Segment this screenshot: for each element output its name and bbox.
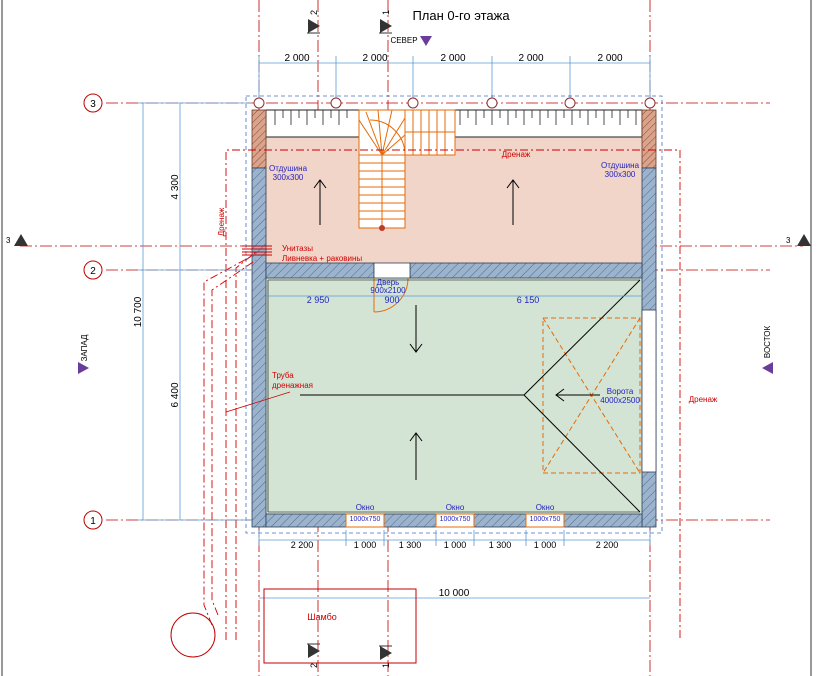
well-circle (170, 612, 216, 658)
section-marker-top-2: 2 (307, 10, 320, 34)
window-size-3: 1000х750 (530, 516, 561, 523)
door (373, 262, 411, 313)
svg-text:2: 2 (309, 10, 319, 15)
svg-text:2: 2 (90, 266, 96, 277)
vent-right-title: Отдушина (601, 161, 640, 170)
plan-title: План 0-го этажа (412, 8, 510, 23)
septic-label: Шамбо (307, 612, 337, 622)
north-beam-ticks (274, 110, 637, 125)
north-arrow-icon (420, 36, 432, 46)
lower-room-floor (266, 278, 642, 514)
bottom-dimension-chain (258, 530, 651, 599)
drainage-left-label: Дренаж (217, 207, 226, 236)
drainage-right-label: Дренаж (689, 395, 718, 404)
corner-post-left (251, 109, 267, 169)
inner-dim-right: 6 150 (517, 295, 540, 305)
left-dim-upper: 4 300 (170, 174, 181, 199)
drain-hatch (242, 245, 272, 256)
door-size: 900х2100 (370, 286, 406, 295)
stair-start-dot (379, 225, 385, 231)
window-label-1: Окно (356, 503, 375, 512)
gate-label: Ворота (607, 387, 634, 396)
section-marker-top-1: 1 (379, 10, 392, 34)
top-dimension-chain (258, 56, 651, 100)
corner-post-right (641, 109, 657, 169)
section-marker-bottom-1: 1 (379, 645, 392, 668)
columns-row (253, 97, 656, 109)
floor-slope-lines (267, 279, 641, 513)
west-arrow-icon (78, 362, 89, 374)
top-dim-5: 2 000 (597, 53, 622, 64)
east-wall-gap (641, 309, 657, 473)
top-dim-4: 2 000 (518, 53, 543, 64)
vent-left-title: Отдушина (269, 164, 308, 173)
inner-dim-left: 2 950 (307, 295, 330, 305)
septic-tank (263, 588, 417, 664)
section-marker-right-3: 3 (786, 234, 811, 246)
top-dim-1: 2 000 (284, 53, 309, 64)
window-size-1: 1000х750 (350, 516, 381, 523)
axis-marker-2: 2 (83, 260, 103, 280)
door-label: Дверь (377, 278, 400, 287)
bottom-dim-7: 2 200 (596, 540, 619, 550)
svg-text:1: 1 (381, 10, 391, 15)
bottom-dim-1: 2 200 (291, 540, 314, 550)
slope-arrows (313, 179, 600, 480)
storm-label: Ливневка + раковины (282, 254, 362, 263)
upper-room-floor (266, 137, 642, 263)
outer-dashed-boundary (245, 95, 663, 534)
gate-size: 4000х2500 (600, 396, 640, 405)
window-openings (345, 513, 565, 528)
svg-text:3: 3 (6, 236, 11, 245)
pipe-label: Труба (272, 371, 294, 380)
window-label-2: Окно (446, 503, 465, 512)
top-dim-2: 2 000 (362, 53, 387, 64)
drainage-top-label: Дренаж (502, 150, 531, 159)
bottom-dim-2: 1 000 (354, 540, 377, 550)
staircase (358, 109, 456, 229)
vent-left-size: 300х300 (273, 173, 304, 182)
overall-width: 10 000 (439, 588, 470, 599)
pipe-leader-line (225, 391, 291, 413)
axis-marker-1: 1 (83, 510, 103, 530)
bottom-dim-3: 1 300 (399, 540, 422, 550)
north-label: СЕВЕР (390, 36, 417, 45)
left-dim-total: 10 700 (133, 296, 144, 327)
toilets-label: Унитазы (282, 244, 313, 253)
axis-marker-3: 3 (83, 93, 103, 113)
section-marker-left-3: 3 (6, 234, 28, 246)
east-arrow-icon (762, 362, 773, 374)
east-label: ВОСТОК (763, 326, 772, 359)
pipe-label-2: дренажная (272, 381, 313, 390)
svg-text:3: 3 (90, 99, 96, 110)
top-dim-3: 2 000 (440, 53, 465, 64)
section-marker-bottom-2: 2 (307, 643, 320, 668)
west-label: ЗАПАД (80, 334, 89, 361)
svg-text:2: 2 (309, 663, 319, 668)
window-size-2: 1000х750 (440, 516, 471, 523)
window-label-3: Окно (536, 503, 555, 512)
drainage-lines (203, 149, 681, 640)
inner-dim-door: 900 (384, 295, 399, 305)
svg-text:1: 1 (90, 516, 96, 527)
vent-right-size: 300х300 (605, 170, 636, 179)
svg-text:3: 3 (786, 236, 791, 245)
bottom-dim-4: 1 000 (444, 540, 467, 550)
bottom-dim-5: 1 300 (489, 540, 512, 550)
left-dimension-chain (138, 102, 252, 521)
left-dim-lower: 6 400 (170, 382, 181, 407)
bottom-dim-6: 1 000 (534, 540, 557, 550)
svg-text:1: 1 (381, 663, 391, 668)
